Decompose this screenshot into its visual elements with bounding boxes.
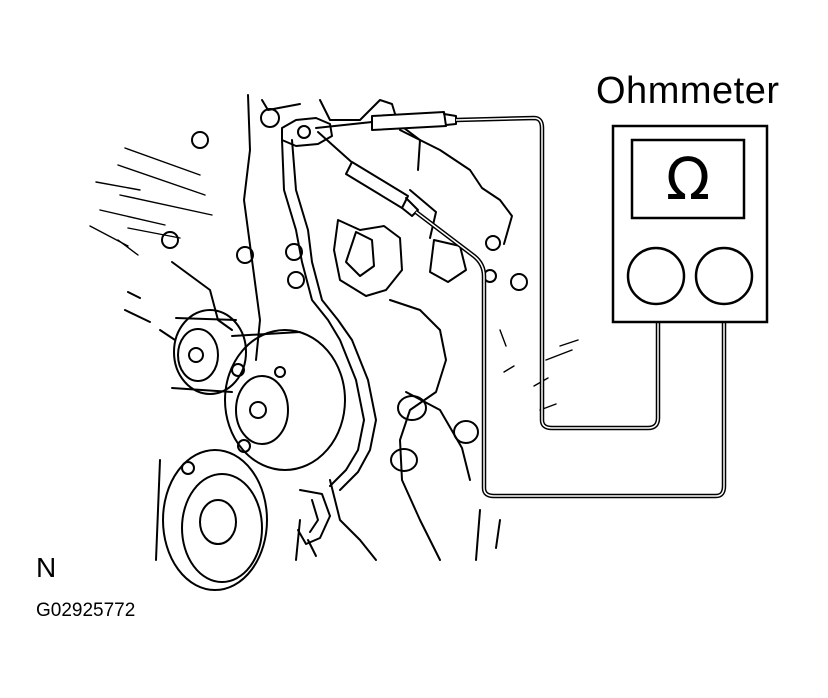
engine-drawing <box>89 94 579 591</box>
probe-icon <box>315 111 457 217</box>
meter-jack-right <box>694 246 754 306</box>
ohmmeter-title: Ohmmeter <box>596 70 780 112</box>
test-leads <box>414 115 727 499</box>
meter-jack-left <box>626 246 686 306</box>
omega-icon: Ω <box>665 145 711 213</box>
figure-code: G02925772 <box>36 600 136 621</box>
meter-display <box>630 138 746 220</box>
ohmmeter <box>611 124 769 324</box>
view-letter: N <box>36 552 57 583</box>
